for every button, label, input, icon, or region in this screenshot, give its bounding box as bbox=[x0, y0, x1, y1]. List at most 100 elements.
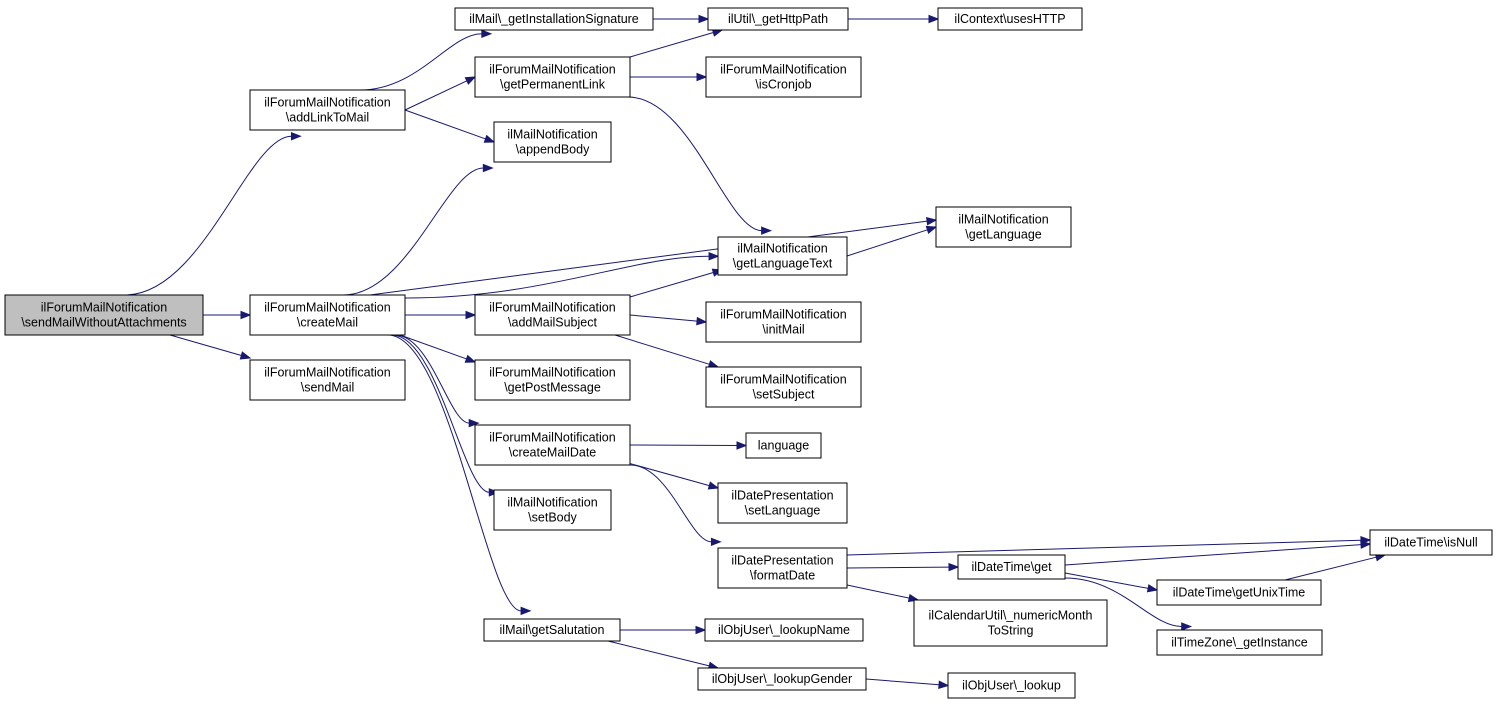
node-box bbox=[935, 206, 1072, 248]
edge-dtGet-to-getUnixTime bbox=[1064, 572, 1159, 593]
node-layer: ilForumMailNotification\sendMailWithoutA… bbox=[4, 7, 1493, 699]
edge-arrowhead bbox=[1146, 584, 1159, 593]
node-isCronjob[interactable]: ilForumMailNotification\isCronjob bbox=[705, 56, 862, 98]
edge-line bbox=[846, 539, 1362, 556]
edge-line bbox=[169, 334, 242, 356]
node-box bbox=[717, 236, 848, 276]
node-label-line: ilCalendarUtil\_numericMonth bbox=[929, 609, 1093, 623]
node-createMailDate[interactable]: ilForumMailNotification\createMailDate bbox=[474, 424, 631, 466]
edge-arrowhead bbox=[925, 225, 938, 234]
node-box bbox=[1369, 529, 1493, 556]
node-label-line: \createMail bbox=[297, 316, 358, 330]
node-label-line: \createMailDate bbox=[509, 446, 597, 460]
edge-createMail-to-getPostMessage bbox=[399, 334, 477, 363]
node-label-line: ilDatePresentation bbox=[731, 554, 833, 568]
node-label-line: ilMailNotification bbox=[737, 242, 827, 256]
node-getPostMessage[interactable]: ilForumMailNotification\getPostMessage bbox=[474, 359, 631, 401]
node-label-line: \addMailSubject bbox=[508, 316, 597, 330]
node-getPermanentLink[interactable]: ilForumMailNotification\getPermanentLink bbox=[474, 56, 631, 98]
edge-formatDate-to-isNull bbox=[846, 536, 1372, 556]
edge-arrowhead bbox=[240, 310, 252, 320]
node-getSalutation[interactable]: ilMail\getSalutation bbox=[483, 618, 621, 642]
node-setSubject[interactable]: ilForumMailNotification\setSubject bbox=[705, 366, 862, 408]
node-label-line: language bbox=[758, 439, 809, 453]
node-getInstance[interactable]: ilTimeZone\_getInstance bbox=[1156, 629, 1323, 656]
edge-arrowhead bbox=[708, 251, 720, 261]
node-label-line: \getLanguage bbox=[965, 228, 1042, 242]
node-label-line: \sendMailWithoutAttachments bbox=[21, 316, 186, 330]
node-box bbox=[493, 489, 612, 531]
edge-createMail-to-createMailDate bbox=[394, 334, 480, 428]
edge-line bbox=[846, 584, 910, 599]
node-box bbox=[705, 56, 862, 98]
edge-arrowhead bbox=[483, 134, 496, 143]
edge-line bbox=[1064, 572, 1149, 589]
node-getLanguageText[interactable]: ilMailNotification\getLanguageText bbox=[717, 236, 848, 276]
node-label-line: ilUtil\_getHttpPath bbox=[728, 12, 828, 26]
edge-createMail-to-getLanguageText bbox=[404, 251, 720, 299]
edge-line bbox=[1064, 577, 1182, 628]
node-box bbox=[717, 482, 848, 524]
edge-line bbox=[404, 80, 468, 111]
edge-line bbox=[629, 464, 712, 543]
edge-line bbox=[846, 229, 928, 257]
edge-line bbox=[627, 96, 762, 232]
node-label-line: ilObjUser\_lookupName bbox=[718, 623, 850, 637]
node-language[interactable]: language bbox=[745, 432, 822, 459]
node-createMail[interactable]: ilForumMailNotification\createMail bbox=[249, 294, 406, 336]
node-label-line: \setSubject bbox=[753, 388, 815, 402]
edge-arrowhead bbox=[938, 680, 950, 689]
edge-line bbox=[399, 334, 467, 360]
edge-arrowhead bbox=[696, 316, 708, 326]
node-setBody[interactable]: ilMailNotification\setBody bbox=[493, 489, 612, 531]
node-lookupName[interactable]: ilObjUser\_lookupName bbox=[704, 618, 864, 642]
node-getUnixTime[interactable]: ilDateTime\getUnixTime bbox=[1156, 579, 1322, 606]
edge-arrowhead bbox=[696, 72, 708, 82]
node-label-line: ilForumMailNotification bbox=[264, 96, 390, 110]
node-box bbox=[937, 7, 1083, 31]
node-addMailSubject[interactable]: ilForumMailNotification\addMailSubject bbox=[474, 294, 631, 336]
edge-addMailSubject-to-initMail bbox=[629, 314, 708, 326]
edge-arrowhead bbox=[707, 481, 720, 490]
node-label-line: ilDateTime\getUnixTime bbox=[1173, 586, 1305, 600]
node-box bbox=[454, 7, 654, 31]
node-initMail[interactable]: ilForumMailNotification\initMail bbox=[705, 301, 862, 343]
node-label-line: ilForumMailNotification bbox=[489, 301, 615, 315]
edge-arrowhead bbox=[464, 354, 477, 363]
node-lookup[interactable]: ilObjUser\_lookup bbox=[947, 672, 1076, 699]
node-addLinkToMail[interactable]: ilForumMailNotification\addLinkToMail bbox=[249, 89, 406, 131]
node-label-line: ToString bbox=[988, 624, 1034, 638]
node-setLanguage[interactable]: ilDatePresentation\setLanguage bbox=[717, 482, 848, 524]
node-label-line: ilForumMailNotification bbox=[720, 373, 846, 387]
node-getHttpPath[interactable]: ilUtil\_getHttpPath bbox=[707, 7, 849, 31]
edge-line bbox=[369, 220, 928, 296]
node-box bbox=[705, 366, 862, 408]
edge-arrowhead bbox=[482, 163, 494, 173]
node-label-line: \getLanguageText bbox=[733, 257, 833, 271]
node-box bbox=[707, 7, 849, 31]
node-label-line: ilContext\usesHTTP bbox=[954, 12, 1065, 26]
node-getLanguage[interactable]: ilMailNotification\getLanguage bbox=[935, 206, 1072, 248]
node-getInstallationSignature[interactable]: ilMail\_getInstallationSignature bbox=[454, 7, 654, 31]
edge-arrowhead bbox=[464, 76, 477, 85]
node-formatDate[interactable]: ilDatePresentation\formatDate bbox=[717, 547, 848, 589]
node-appendBody[interactable]: ilMailNotification\appendBody bbox=[493, 121, 612, 163]
node-sendMail[interactable]: ilForumMailNotification\sendMail bbox=[249, 359, 406, 401]
node-label-line: ilMailNotification bbox=[958, 213, 1048, 227]
node-isNull[interactable]: ilDateTime\isNull bbox=[1369, 529, 1493, 556]
node-box bbox=[704, 618, 864, 642]
edge-getLanguageText-to-getLanguage bbox=[846, 225, 938, 257]
node-root[interactable]: ilForumMailNotification\sendMailWithoutA… bbox=[4, 294, 204, 336]
edge-arrowhead bbox=[481, 29, 493, 39]
node-label-line: ilForumMailNotification bbox=[41, 301, 167, 315]
edge-arrowhead bbox=[239, 351, 252, 360]
node-box bbox=[4, 294, 204, 336]
node-box bbox=[483, 618, 621, 642]
node-dtGet[interactable]: ilDateTime\get bbox=[957, 554, 1066, 580]
node-lookupGender[interactable]: ilObjUser\_lookupGender bbox=[697, 667, 867, 691]
node-box bbox=[474, 424, 631, 466]
edge-arrowhead bbox=[928, 14, 940, 24]
node-usesHTTP[interactable]: ilContext\usesHTTP bbox=[937, 7, 1083, 31]
edge-line bbox=[387, 334, 522, 612]
